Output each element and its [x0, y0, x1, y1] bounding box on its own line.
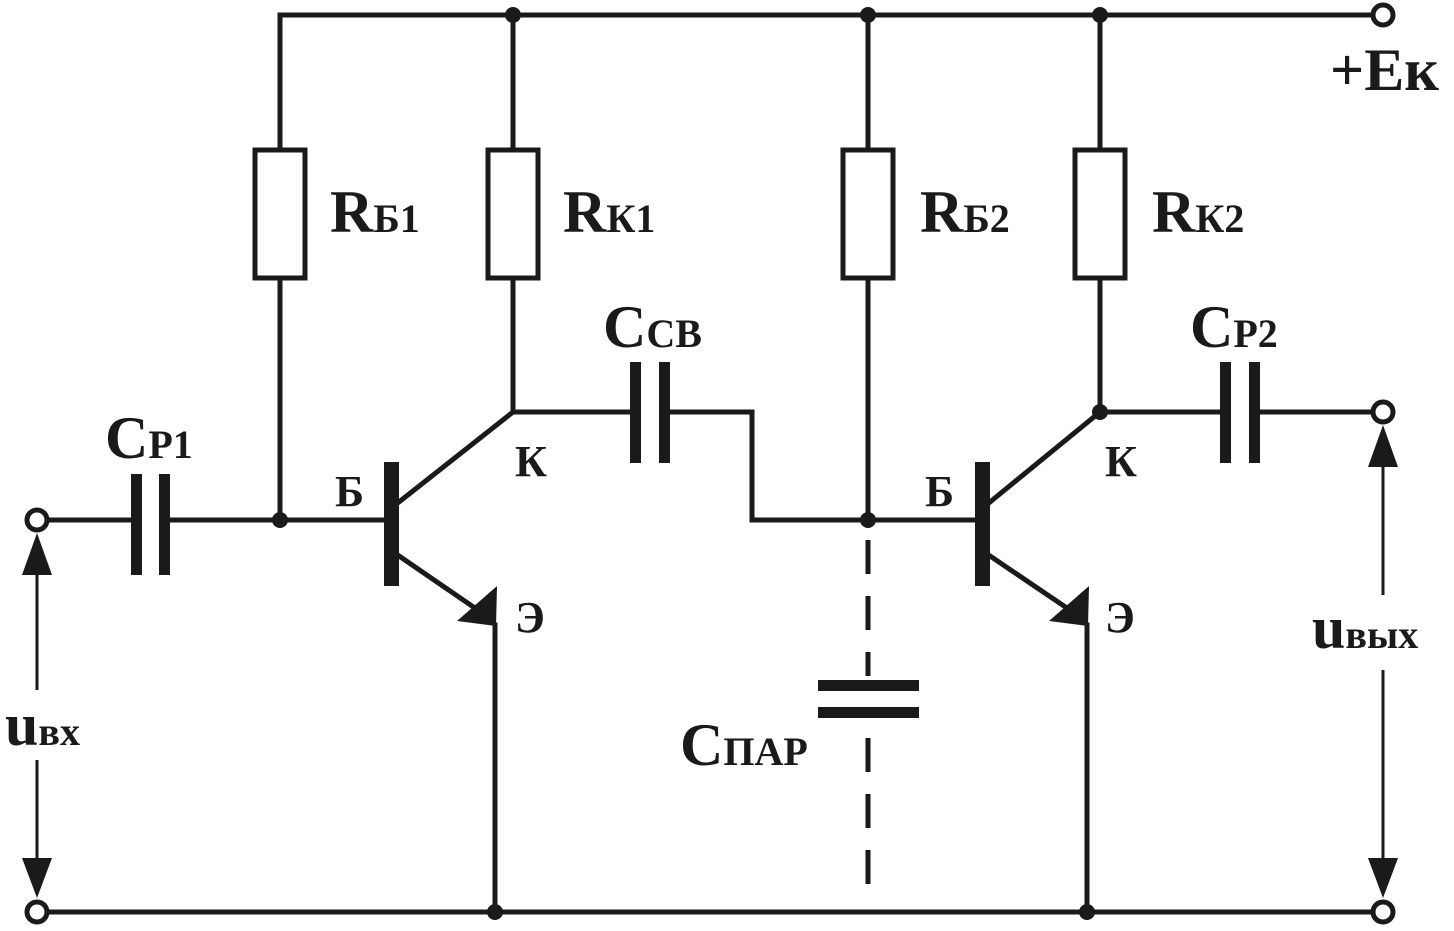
capacitor-cp1 [24, 474, 388, 575]
supply-label: +Eк [1330, 37, 1439, 103]
t1-base-label: Б [335, 467, 364, 516]
output-terminal[interactable] [1370, 399, 1396, 425]
cp1-label: CР1 [105, 405, 193, 471]
input-terminal[interactable] [24, 507, 50, 533]
rk2-label: RК2 [1152, 179, 1244, 245]
transistor-1 [384, 408, 517, 915]
transistor-2 [975, 408, 1104, 915]
supply-terminal[interactable] [1370, 2, 1396, 28]
t2-base-label: Б [925, 467, 954, 516]
u-out-label: uвых [1312, 595, 1418, 661]
output-voltage-arrow [1368, 425, 1398, 898]
capacitor-ccv [510, 362, 978, 528]
capacitor-cpar [818, 540, 919, 890]
u-in-label: uвх [5, 692, 80, 758]
cpar-label: CПАР [680, 712, 808, 778]
input-voltage-arrow [22, 533, 52, 898]
capacitor-cp2 [1092, 362, 1396, 463]
t1-emitter-label: Э [515, 593, 545, 642]
rb1-label: RБ1 [330, 179, 420, 245]
t2-emitter-label: Э [1105, 593, 1135, 642]
resistor-rk1 [485, 12, 541, 415]
output-ground-terminal[interactable] [1370, 899, 1396, 925]
supply-rail [277, 2, 1396, 28]
rk1-label: RК1 [563, 179, 655, 245]
cp2-label: CР2 [1190, 294, 1278, 360]
t1-collector-label: К [515, 437, 547, 486]
resistor-rk2 [1072, 12, 1128, 415]
input-ground-terminal[interactable] [24, 899, 50, 925]
ccv-label: CСВ [603, 294, 702, 360]
resistor-rb1 [252, 12, 308, 523]
ground-rail [24, 899, 1396, 925]
resistor-rb2 [840, 12, 896, 523]
rb2-label: RБ2 [920, 179, 1010, 245]
t2-collector-label: К [1105, 437, 1137, 486]
